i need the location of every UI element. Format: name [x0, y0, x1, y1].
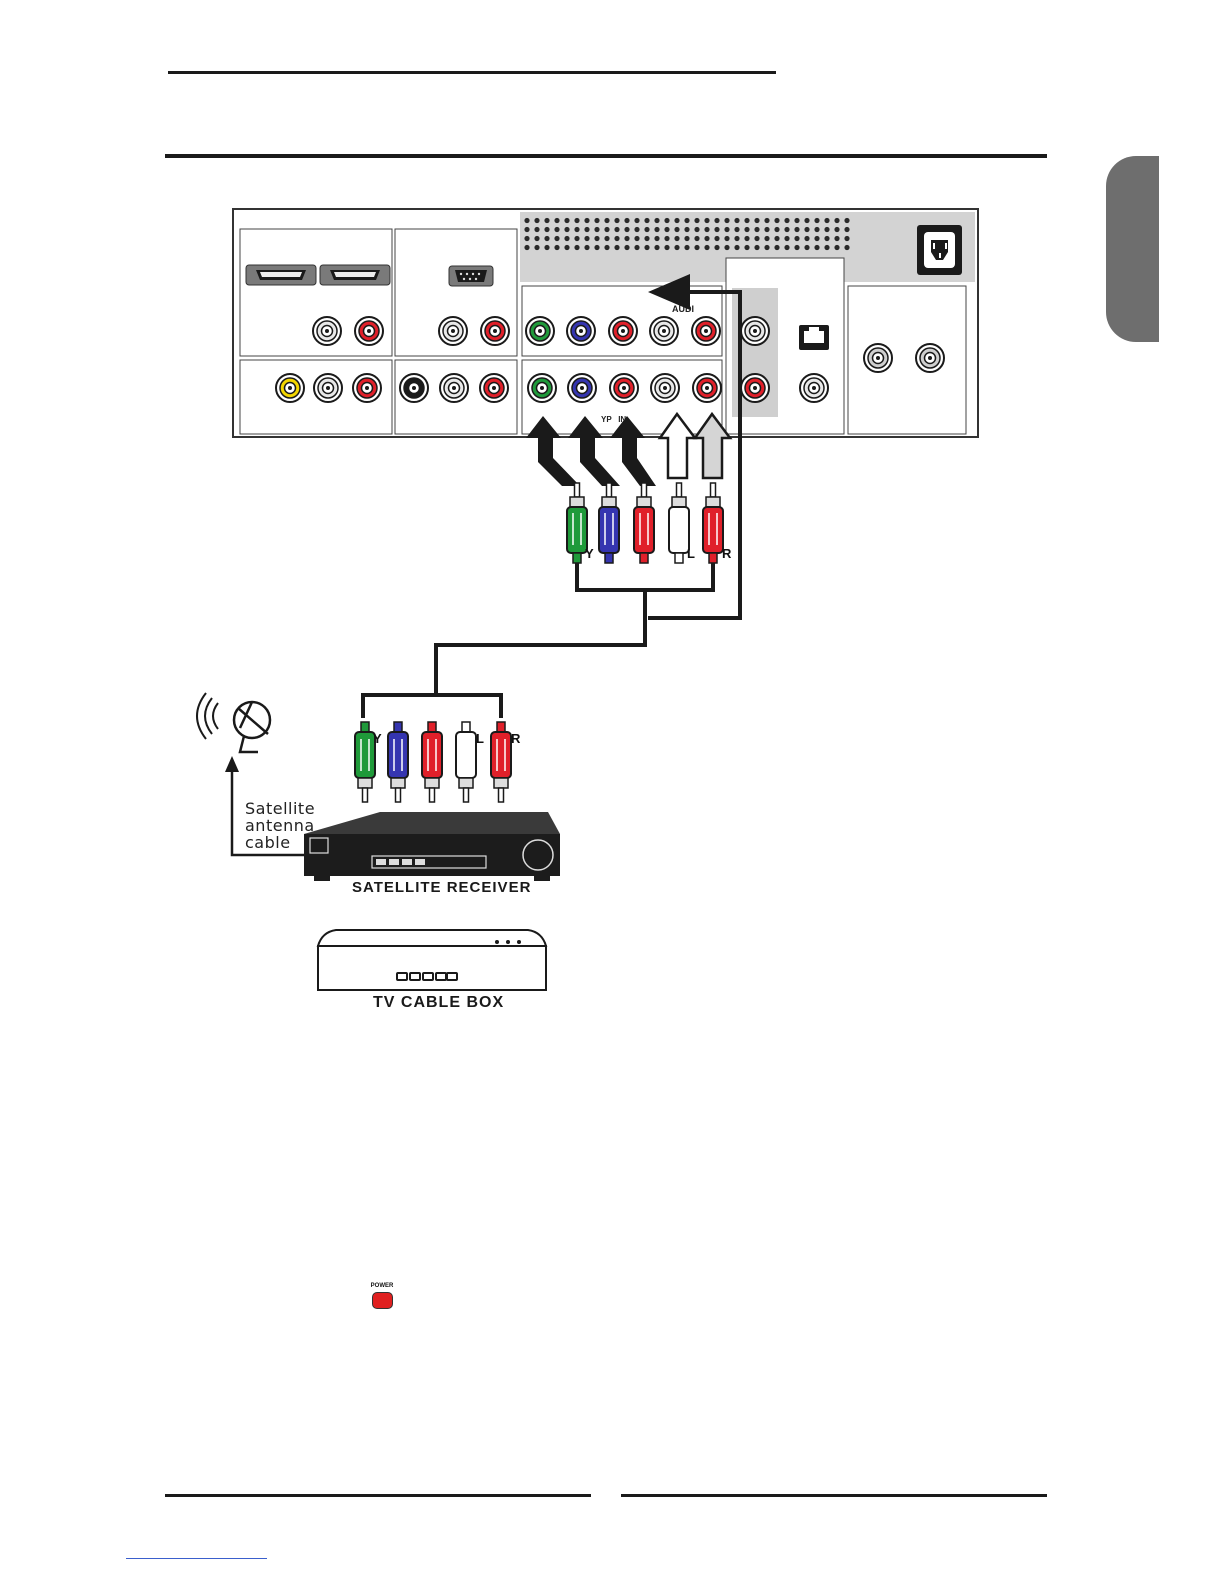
vga-port-icon [449, 266, 493, 286]
footer-rule-right [621, 1494, 1047, 1497]
satellite-dish-icon [197, 693, 270, 752]
rca-jack-icon [528, 374, 556, 402]
plug-label-r-top: R [722, 546, 732, 561]
caption-line: Satellite [245, 800, 315, 817]
power-inlet-icon [917, 225, 962, 275]
rca-jack-icon [800, 374, 828, 402]
rca-jack-icon [568, 374, 596, 402]
rca-jack-icon [440, 374, 468, 402]
rca-jack-icon [353, 374, 381, 402]
rca-plug-icon [634, 483, 654, 563]
plug-label-l-bottom: L [476, 731, 484, 746]
hdmi-port-icon [246, 265, 316, 285]
footer-link-underline [126, 1558, 267, 1559]
satellite-receiver-icon [304, 812, 560, 881]
rca-jack-icon [610, 374, 638, 402]
power-button-label: POWER [367, 1283, 397, 1289]
rca-jack-icon [609, 317, 637, 345]
rca-plug-icon [388, 722, 408, 802]
rca-plug-icon [599, 483, 619, 563]
caption-line: cable [245, 834, 315, 851]
rca-plug-icon [456, 722, 476, 802]
plug-label-r-bottom: R [511, 731, 521, 746]
network-port-icon [799, 325, 829, 350]
rca-jack-icon [480, 374, 508, 402]
rca-plug-icon [422, 722, 442, 802]
tv-back-panel: AUDI YP IN [233, 209, 978, 437]
footer-rule-left [165, 1494, 591, 1497]
rca-jack-icon [650, 317, 678, 345]
rca-plug-icon [669, 483, 689, 563]
plug-label-y-top: Y [585, 546, 594, 561]
caption-line: antenna [245, 817, 315, 834]
tv-cable-box-icon [318, 930, 546, 990]
component-cable [363, 558, 713, 718]
satellite-antenna-caption: Satellite antenna cable [245, 800, 315, 851]
rca-jack-icon [692, 317, 720, 345]
tv-cable-box-label: TV CABLE BOX [373, 994, 504, 1012]
rca-jack-icon [693, 374, 721, 402]
rca-jack-icon [916, 344, 944, 372]
hdmi-port-icon [320, 265, 390, 285]
rca-jack-icon [355, 317, 383, 345]
rca-jack-icon [741, 317, 769, 345]
plug-label-l-top: L [687, 546, 695, 561]
rca-jack-icon [741, 374, 769, 402]
rca-jack-icon [400, 374, 428, 402]
power-button-icon [372, 1292, 393, 1309]
rca-plug-icon [491, 722, 511, 802]
rca-jack-icon [276, 374, 304, 402]
rca-jack-icon [651, 374, 679, 402]
rca-jack-icon [313, 317, 341, 345]
rca-jack-icon [314, 374, 342, 402]
rca-jack-icon [481, 317, 509, 345]
satellite-receiver-label: SATELLITE RECEIVER [352, 879, 531, 896]
rca-jack-icon [567, 317, 595, 345]
plug-label-y-bottom: Y [373, 731, 382, 746]
rca-jack-icon [526, 317, 554, 345]
rca-jack-icon [864, 344, 892, 372]
rca-plug-icon [355, 722, 375, 802]
rca-jack-icon [439, 317, 467, 345]
rca-plug-icon [703, 483, 723, 563]
rca-plug-icon [567, 483, 587, 563]
